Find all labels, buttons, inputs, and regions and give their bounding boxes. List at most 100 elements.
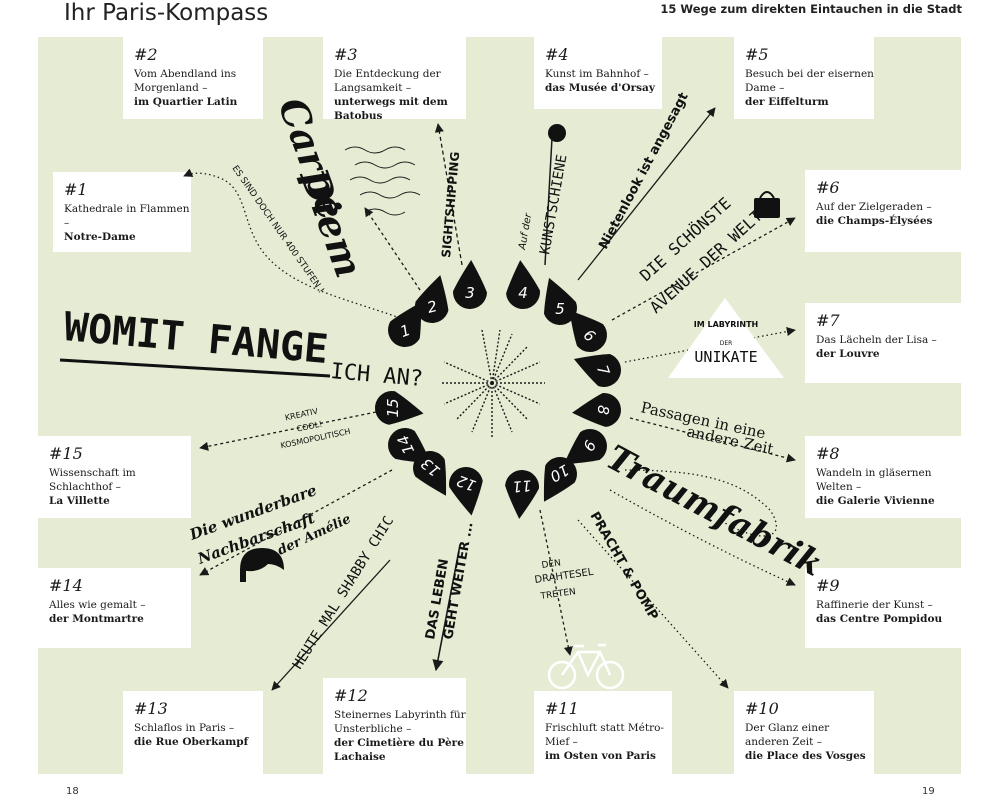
card-number: #6 <box>816 178 840 197</box>
card-12[interactable]: #12 Steinernes Labyrinth für Unsterblich… <box>323 678 466 774</box>
slogan-nietenlook: Nietenlook ist angesagt <box>596 90 691 252</box>
marker-10[interactable] <box>529 451 583 510</box>
underline-divider <box>59 358 331 378</box>
card-number: #1 <box>64 180 88 199</box>
marker-9[interactable] <box>554 422 614 478</box>
card-text: Raffinerie der Kunst – <box>816 599 933 611</box>
marker-number: 3 <box>465 284 475 302</box>
card-number: #11 <box>545 699 579 718</box>
card-4[interactable]: #4 Kunst im Bahnhof – das Musée d'Orsay <box>534 37 662 109</box>
waves-icon <box>344 146 421 216</box>
marker-5[interactable] <box>533 272 582 330</box>
slogan-unikate: UNIKATE <box>694 348 757 366</box>
card-title: das Musée d'Orsay <box>545 82 655 94</box>
marker-14[interactable] <box>381 421 441 477</box>
marker-7[interactable] <box>568 343 626 392</box>
card-number: #8 <box>816 444 840 463</box>
card-number: #12 <box>334 686 368 705</box>
bicycle-icon <box>547 643 625 690</box>
marker-6[interactable] <box>556 300 614 359</box>
marker-11[interactable] <box>502 469 540 521</box>
card-title: Notre-Dame <box>64 231 136 243</box>
slogan-drahtesel-1: DEN <box>541 558 562 571</box>
card-7[interactable]: #7 Das Lächeln der Lisa – der Louvre <box>805 303 961 383</box>
marker-number: 2 <box>425 297 439 317</box>
pin-dot-icon <box>548 124 566 142</box>
slogan-im-labyrinth: IM LABYRINTH <box>694 320 758 329</box>
card-10[interactable]: #10 Der Glanz einer anderen Zeit – die P… <box>734 691 874 774</box>
card-text: Die Entdeckung der Langsamkeit – <box>334 68 441 94</box>
card-title: die Galerie Vivienne <box>816 495 935 507</box>
card-title: die Champs-Élysées <box>816 215 933 227</box>
card-5[interactable]: #5 Besuch bei der eisernen Dame – der Ei… <box>734 37 874 119</box>
compass-rays <box>440 329 545 438</box>
handbag-icon <box>754 191 780 218</box>
card-15[interactable]: #15 Wissenschaft im Schlachthof – La Vil… <box>38 436 191 518</box>
card-3[interactable]: #3 Die Entdeckung der Langsamkeit – unte… <box>323 37 466 122</box>
card-title: der Louvre <box>816 348 880 360</box>
card-text: Vom Abendland ins Morgenland – <box>134 68 237 94</box>
card-text: Kathedrale in Flammen – <box>64 203 190 229</box>
slogan-ich-an: ICH AN? <box>329 359 424 392</box>
card-title: der Montmartre <box>49 613 144 625</box>
card-number: #15 <box>49 444 83 463</box>
card-9[interactable]: #9 Raffinerie der Kunst – das Centre Pom… <box>805 568 961 648</box>
card-text: Wandeln in gläsernen Welten – <box>816 467 932 493</box>
card-title: die Place des Vosges <box>745 750 866 762</box>
bob-hair-icon <box>240 548 284 582</box>
card-title: die Rue Oberkampf <box>134 736 249 748</box>
marker-number: 4 <box>518 284 528 302</box>
card-number: #2 <box>134 45 158 64</box>
marker-8[interactable] <box>571 392 623 430</box>
page-number-right: 19 <box>922 786 935 797</box>
card-text: Das Lächeln der Lisa – <box>816 334 937 346</box>
card-number: #13 <box>134 699 168 718</box>
marker-number: 8 <box>594 404 613 415</box>
card-number: #7 <box>816 311 840 330</box>
marker-3[interactable] <box>452 259 488 309</box>
card-6[interactable]: #6 Auf der Zielgeraden – die Champs-Élys… <box>805 170 961 252</box>
marker-number: 12 <box>454 471 478 494</box>
marker-number: 15 <box>384 398 402 417</box>
card-number: #4 <box>545 45 569 64</box>
page-title: Ihr Paris-Kompass <box>64 0 269 26</box>
compass-background <box>38 37 961 774</box>
slogan-kreativ-2: COOL! <box>296 419 323 433</box>
marker-12[interactable] <box>446 464 488 518</box>
card-text: Besuch bei der eisernen Dame – <box>745 68 874 94</box>
card-14[interactable]: #14 Alles wie gemalt – der Montmartre <box>38 568 191 648</box>
card-title: das Centre Pompidou <box>816 613 943 625</box>
card-text: Kunst im Bahnhof – <box>545 68 649 80</box>
card-text: Wissenschaft im Schlachthof – <box>49 467 136 493</box>
marker-15[interactable] <box>372 388 426 430</box>
card-title: im Osten von Paris <box>545 750 656 762</box>
card-13[interactable]: #13 Schlaflos in Paris – die Rue Oberkam… <box>123 691 263 774</box>
card-1[interactable]: #1 Kathedrale in Flammen – Notre-Dame <box>53 172 191 252</box>
slogan-der: DER <box>720 340 733 347</box>
marker-1[interactable] <box>382 294 436 353</box>
card-title: der Eiffelturm <box>745 96 829 108</box>
card-number: #14 <box>49 576 83 595</box>
marker-2[interactable] <box>411 271 457 327</box>
card-title: der Cimetière du Père Lachaise <box>334 737 464 763</box>
page-subtitle: 15 Wege zum direkten Eintauchen in die S… <box>660 2 962 16</box>
card-text: Frischluft statt Métro-Mief – <box>545 722 664 748</box>
slogan-auf-der: Auf der <box>517 212 534 252</box>
marker-4[interactable] <box>503 259 541 311</box>
page-number-left: 18 <box>66 786 79 797</box>
slogan-pracht: PRACHT & POMP <box>587 510 661 623</box>
card-title: im Quartier Latin <box>134 96 238 108</box>
slogan-drahtesel-3: TRETEN <box>539 587 576 602</box>
card-text: Steinernes Labyrinth für Unsterbliche – <box>334 709 466 735</box>
card-number: #9 <box>816 576 840 595</box>
slogan-kreativ-3: KOSMOPOLITISCH <box>280 427 352 451</box>
card-number: #10 <box>745 699 779 718</box>
card-8[interactable]: #8 Wandeln in gläsernen Welten – die Gal… <box>805 436 961 518</box>
card-2[interactable]: #2 Vom Abendland ins Morgenland – im Qua… <box>123 37 263 119</box>
card-title: unterwegs mit dem Batobus <box>334 96 448 122</box>
card-text: Alles wie gemalt – <box>49 599 146 611</box>
card-number: #3 <box>334 45 358 64</box>
location-markers <box>372 259 626 521</box>
card-11[interactable]: #11 Frischluft statt Métro-Mief – im Ost… <box>534 691 672 774</box>
